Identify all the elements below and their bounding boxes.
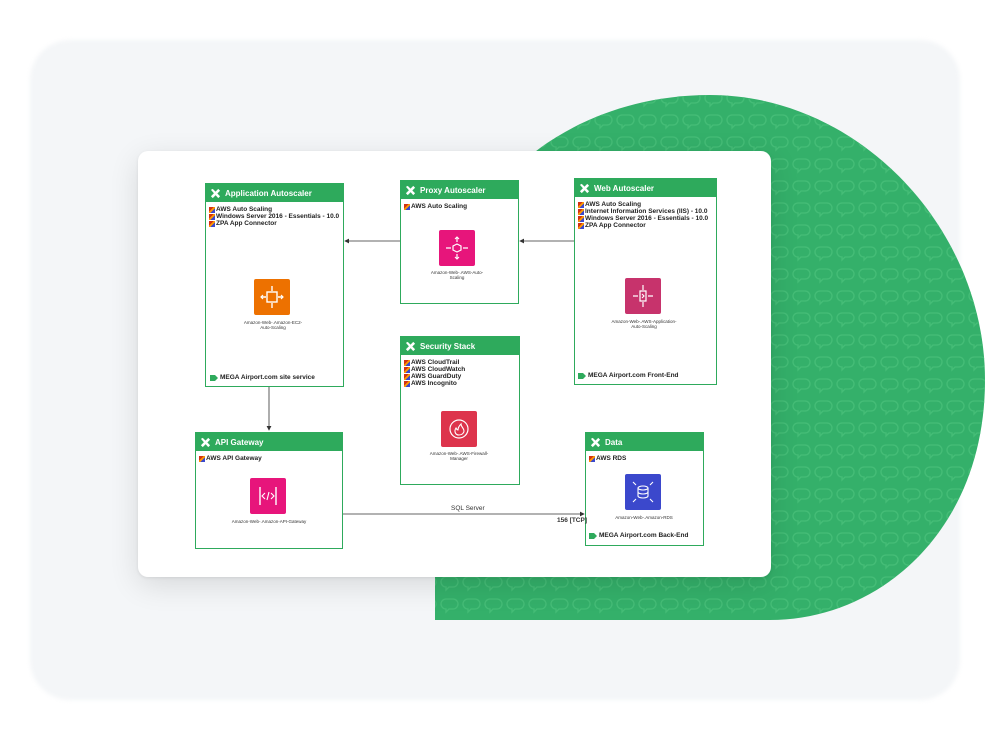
service-label: Amazon-Web-.Amazon-API-Gateway [231, 519, 307, 524]
service-label: Amazon-Web-.AWS-Application-Auto-Scaling [611, 319, 677, 329]
aws-icon [404, 380, 410, 387]
list-item: AWS RDS [589, 455, 700, 462]
aws-icon [578, 208, 584, 215]
box-title: Web Autoscaler [594, 183, 655, 193]
list-item: Internet Information Services (IIS) - 10… [578, 208, 713, 215]
list-item: AWS Incognito [404, 380, 516, 387]
edge-label-sql: SQL Server [451, 505, 485, 512]
edge-label-port: 156 [TCP] [557, 517, 587, 524]
list-item: Windows Server 2016 - Essentials - 10.0 [578, 215, 713, 222]
list-item: AWS Auto Scaling [209, 206, 340, 213]
box-title: Security Stack [420, 341, 476, 351]
connector-edges [266, 238, 585, 517]
proxy-autoscaler-box[interactable]: Proxy Autoscaler AWS Auto Scaling Amazon… [400, 180, 519, 304]
aws-icon [578, 215, 584, 222]
mega-logo-icon [578, 373, 586, 379]
box-header: Data [586, 433, 703, 451]
box-title: API Gateway [215, 437, 264, 447]
api-gateway-icon [250, 478, 286, 514]
mega-logo-icon [589, 533, 597, 539]
box-header: Web Autoscaler [575, 179, 716, 197]
service-label: Amazon-Web-.AWS-Firewall-Manager [429, 451, 489, 461]
diagram-card: Application Autoscaler AWS Auto Scaling … [138, 151, 771, 577]
box-title: Data [605, 437, 623, 447]
box-header: API Gateway [196, 433, 342, 451]
aws-icon [199, 455, 205, 462]
aws-icon [404, 366, 410, 373]
box-title: Proxy Autoscaler [420, 185, 486, 195]
web-autoscaler-box[interactable]: Web Autoscaler AWS Auto Scaling Internet… [574, 178, 717, 385]
list-item: AWS CloudTrail [404, 359, 516, 366]
tools-icon [590, 437, 601, 447]
service-label: Amazon-Web-.Amazon-RDS [615, 515, 673, 520]
firewall-manager-icon [441, 411, 477, 447]
tools-icon [210, 188, 221, 198]
box-footer: MEGA Airport.com Front-End [578, 372, 679, 379]
tools-icon [405, 185, 416, 195]
aws-auto-scaling-icon [439, 230, 475, 266]
aws-icon [209, 206, 215, 213]
aws-icon [404, 373, 410, 380]
aws-icon [209, 220, 215, 227]
data-box[interactable]: Data AWS RDS Amazon-Web-.Amazon-RDS MEGA… [585, 432, 704, 546]
list-item: AWS Auto Scaling [578, 201, 713, 208]
service-label: Amazon-Web-.AWS-Auto-Scaling [430, 270, 484, 280]
api-gateway-box[interactable]: API Gateway AWS API Gateway Amazon-Web-.… [195, 432, 343, 549]
application-autoscaler-box[interactable]: Application Autoscaler AWS Auto Scaling … [205, 183, 344, 387]
box-title: Application Autoscaler [225, 188, 312, 198]
box-header: Application Autoscaler [206, 184, 343, 202]
aws-icon [404, 203, 410, 210]
tools-icon [405, 341, 416, 351]
aws-icon [578, 201, 584, 208]
aws-icon [209, 213, 215, 220]
aws-icon [578, 222, 584, 229]
list-item: AWS GuardDuty [404, 373, 516, 380]
list-item: ZPA App Connector [209, 220, 340, 227]
aws-icon [404, 359, 410, 366]
box-header: Security Stack [401, 337, 519, 355]
application-auto-scaling-icon [625, 278, 661, 314]
list-item: Windows Server 2016 - Essentials - 10.0 [209, 213, 340, 220]
mega-logo-icon [210, 375, 218, 381]
box-header: Proxy Autoscaler [401, 181, 518, 199]
security-stack-box[interactable]: Security Stack AWS CloudTrail AWS CloudW… [400, 336, 520, 485]
box-footer: MEGA Airport.com site service [210, 374, 315, 381]
list-item: AWS API Gateway [199, 455, 339, 462]
tools-icon [579, 183, 590, 193]
aws-icon [589, 455, 595, 462]
service-label: Amazon-Web-.Amazon-EC2-Auto-Scaling [243, 320, 303, 330]
rds-icon [625, 474, 661, 510]
ec2-auto-scaling-icon [254, 279, 290, 315]
list-item: AWS Auto Scaling [404, 203, 515, 210]
list-item: ZPA App Connector [578, 222, 713, 229]
list-item: AWS CloudWatch [404, 366, 516, 373]
box-footer: MEGA Airport.com Back-End [589, 532, 688, 539]
tools-icon [200, 437, 211, 447]
